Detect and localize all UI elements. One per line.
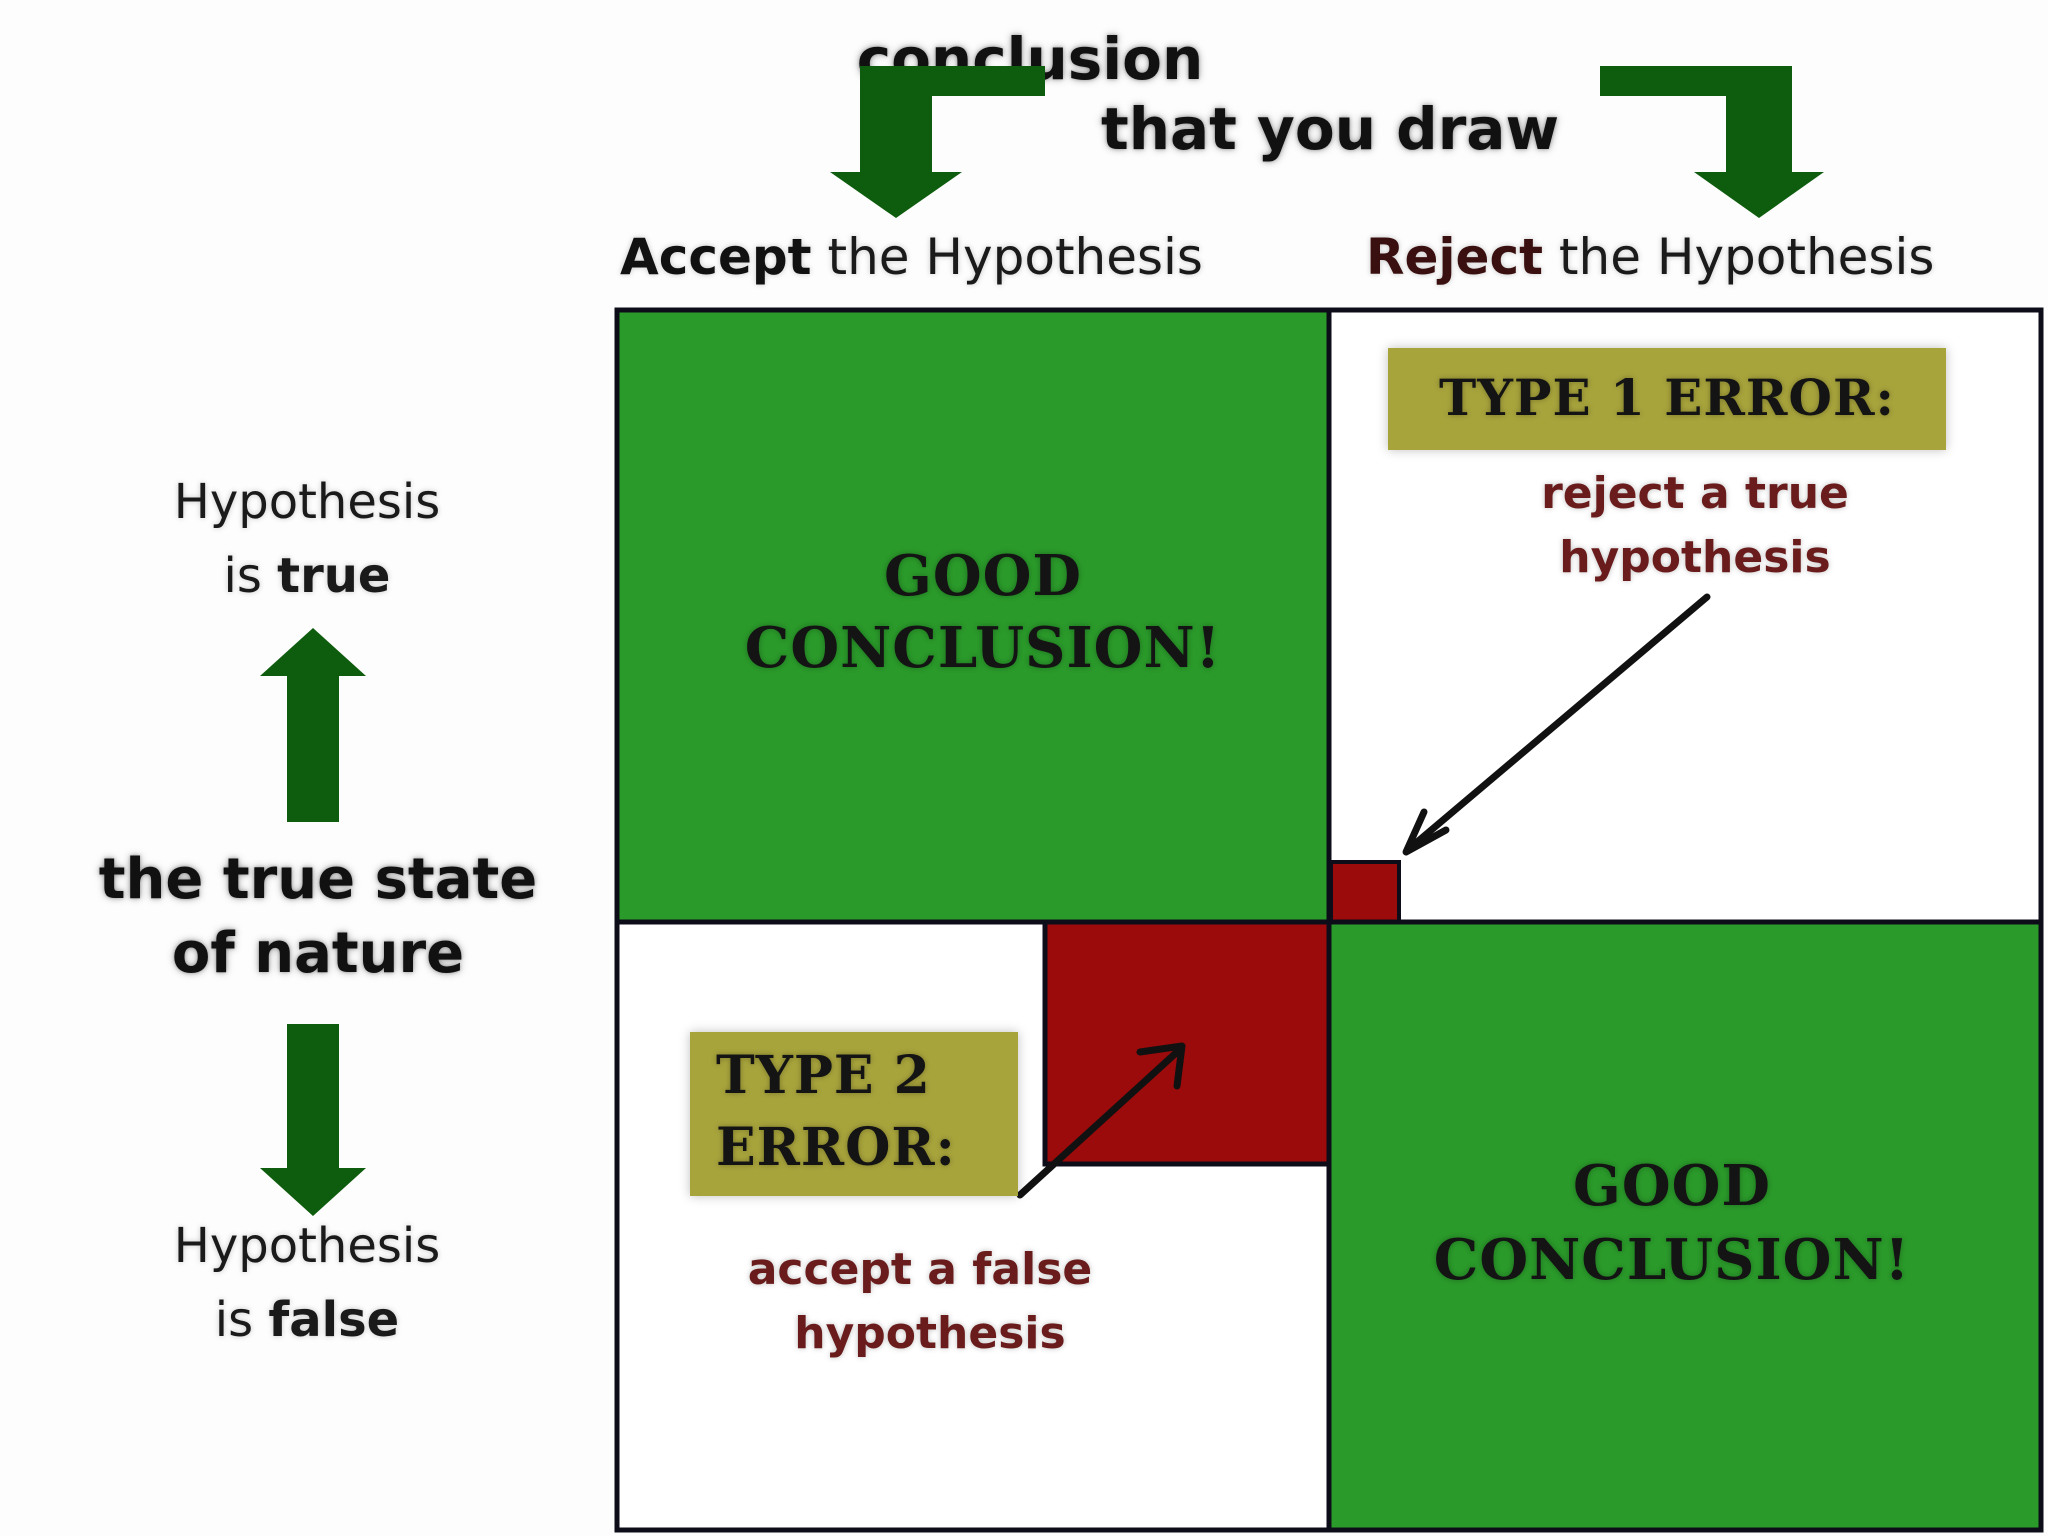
type2-pointer-arrow: [1016, 1048, 1181, 1199]
good-bottom-line2: CONCLUSION!: [1433, 1227, 1911, 1293]
reject-rest: the Hypothesis: [1543, 228, 1935, 286]
hypothesis-false-line2: is false: [107, 1296, 507, 1344]
good-top-line2: CONCLUSION!: [744, 615, 1222, 681]
good-conclusion-bottom-cell: [1329, 922, 2041, 1530]
type2-error-label-box: [690, 1032, 1018, 1196]
type1-error-label: TYPE 1 ERROR:: [1439, 368, 1895, 427]
true-state-line1: the true state: [98, 847, 538, 912]
accept-rest: the Hypothesis: [811, 228, 1203, 286]
conclusion-heading-line2: that you draw: [1100, 95, 1560, 163]
type1-error-label-box: [1388, 348, 1946, 450]
up-arrow: [260, 628, 366, 822]
accept-column-header: Accept the Hypothesis: [620, 232, 1203, 282]
reject-bold: Reject: [1366, 228, 1544, 286]
hypothesis-true-line2: is true: [107, 552, 507, 600]
down-arrow: [260, 1024, 366, 1216]
type2-label-line1: TYPE 2: [716, 1045, 931, 1106]
type2-error-square: [1045, 924, 1329, 1164]
hypothesis-true-line1: Hypothesis: [173, 474, 441, 530]
type2-label-line2: ERROR:: [716, 1117, 956, 1178]
true-bold: true: [277, 548, 391, 604]
true-state-line2: of nature: [171, 921, 465, 986]
type1-desc-line2: hypothesis: [1559, 532, 1831, 583]
good-top-line1: GOOD: [884, 543, 1082, 609]
good-conclusion-top-cell: [617, 310, 1329, 922]
false-prefix: is: [214, 1292, 269, 1348]
true-prefix: is: [223, 548, 278, 604]
type1-desc-line1: reject a true: [1541, 468, 1849, 519]
type2-desc-line2: hypothesis: [794, 1308, 1066, 1359]
right-elbow-arrow: [1600, 66, 1824, 218]
type1-square-border: [1329, 860, 1401, 924]
type1-pointer-arrow: [1406, 593, 1711, 852]
hypothesis-false-line1: Hypothesis: [173, 1218, 441, 1274]
left-elbow-arrow: [830, 66, 1045, 218]
good-bottom-line1: GOOD: [1573, 1153, 1771, 1219]
type2-desc-line1: accept a false: [747, 1244, 1093, 1295]
type1-error-square: [1331, 862, 1399, 922]
accept-bold: Accept: [620, 228, 812, 286]
false-bold: false: [268, 1292, 400, 1348]
reject-column-header: Reject the Hypothesis: [1366, 232, 1934, 282]
type2-square-border: [1042, 919, 1332, 1167]
